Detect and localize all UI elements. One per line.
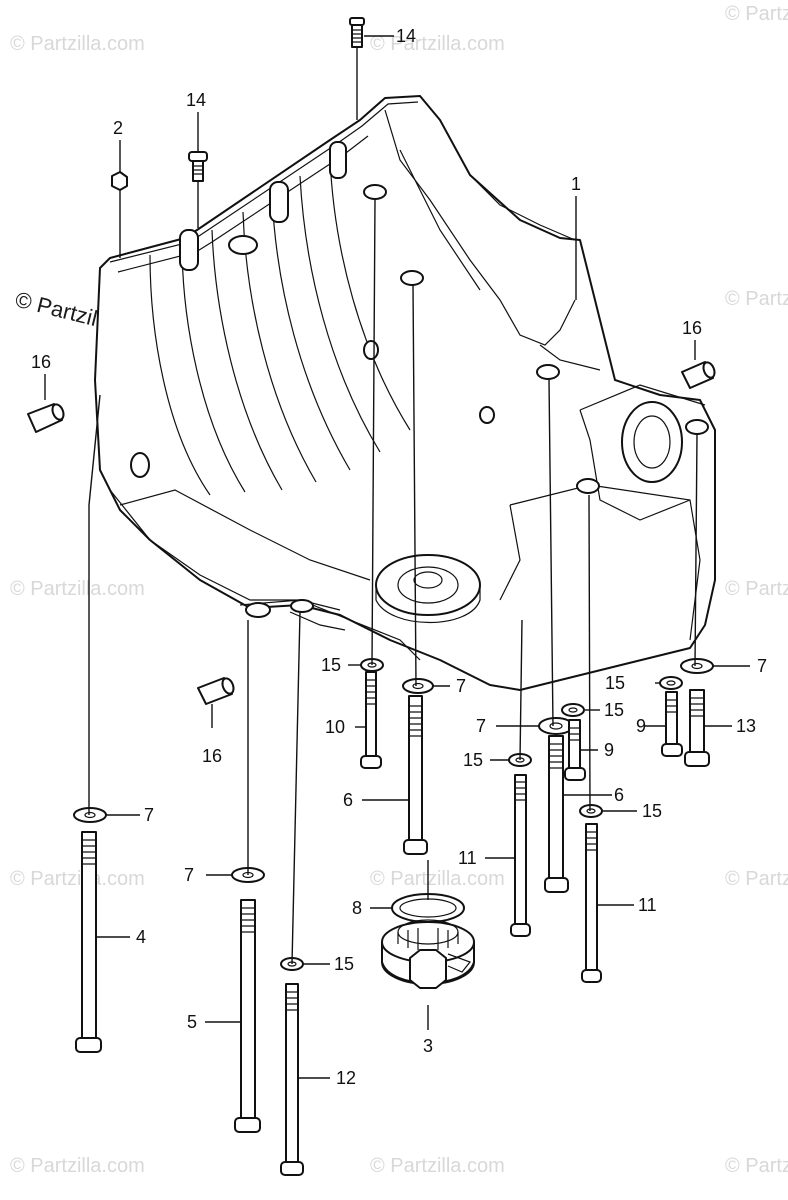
dowel-16-left (27, 403, 65, 433)
bolt-6-right (544, 735, 569, 893)
watermark-tile: © Partzilla.com (725, 868, 788, 890)
watermark-tile: © Partzilla.com (370, 1155, 505, 1177)
callout-14-top: 14 (396, 26, 416, 46)
callout-7: 7 (757, 656, 767, 676)
bolt-9-right (661, 691, 683, 757)
callout-15: 15 (604, 700, 624, 720)
callout-10: 10 (325, 717, 345, 737)
bolt-14-left (188, 151, 208, 182)
callout-14-left: 14 (186, 90, 206, 110)
callout-16-left: 16 (31, 352, 51, 372)
bolt-10 (360, 671, 382, 769)
watermark-tile: © Partzilla.com (725, 578, 788, 600)
callout-9: 9 (604, 740, 614, 760)
callout-3: 3 (423, 1036, 433, 1056)
callout-labels: 14 14 2 1 16 16 16 15 7 10 15 7 15 7 9 1… (31, 26, 767, 1088)
callout-2: 2 (113, 118, 123, 138)
drain-plug-3 (381, 919, 475, 989)
callout-15: 15 (321, 655, 341, 675)
bolt-13 (684, 689, 710, 767)
callout-9: 9 (636, 716, 646, 736)
watermark-tile: © Partzilla.com (10, 1155, 145, 1177)
nut-2 (111, 171, 128, 191)
callout-6: 6 (343, 790, 353, 810)
callout-4: 4 (136, 927, 146, 947)
callout-8: 8 (352, 898, 362, 918)
watermark-tile: © Partzilla.com (370, 33, 505, 55)
dowel-16-right (681, 361, 716, 389)
bolt-9-center (564, 719, 586, 781)
callout-15: 15 (463, 750, 483, 770)
callout-5: 5 (187, 1012, 197, 1032)
callout-15: 15 (642, 801, 662, 821)
crankcase-lower-half (94, 95, 716, 691)
callout-7: 7 (144, 805, 154, 825)
bolt-11-left (510, 774, 531, 937)
callout-13: 13 (736, 716, 756, 736)
dowel-16-bottom (197, 677, 235, 705)
callout-7: 7 (476, 716, 486, 736)
callout-15: 15 (605, 673, 625, 693)
callout-15: 15 (334, 954, 354, 974)
callout-1: 1 (571, 174, 581, 194)
bolt-4 (75, 831, 102, 1053)
watermark-tile: © Partzilla.com (10, 868, 145, 890)
callout-11: 11 (458, 848, 477, 868)
bolt-11-right (581, 823, 602, 983)
watermark-tile: © Partzilla.com (370, 868, 505, 890)
callout-12: 12 (336, 1068, 356, 1088)
washers (73, 658, 714, 971)
bolt-6-left (403, 695, 428, 855)
watermark-tile: © Partzilla.com (10, 33, 145, 55)
callout-11: 11 (638, 895, 657, 915)
watermark-tile: © Partzilla.com (725, 1155, 788, 1177)
callout-7: 7 (456, 676, 466, 696)
callout-16-right: 16 (682, 318, 702, 338)
watermark-tile: © Partzilla.com (725, 288, 788, 310)
bolt-5 (234, 899, 261, 1133)
callout-7: 7 (184, 865, 194, 885)
watermark-tile: © Partzilla.com (10, 578, 145, 600)
callout-16-bottom: 16 (202, 746, 222, 766)
watermark-tile: © Partzilla.com (725, 3, 788, 25)
bolt-12 (280, 983, 304, 1176)
leader-lines (44, 35, 750, 1079)
bolt-14-top (349, 17, 365, 48)
callout-6: 6 (614, 785, 624, 805)
